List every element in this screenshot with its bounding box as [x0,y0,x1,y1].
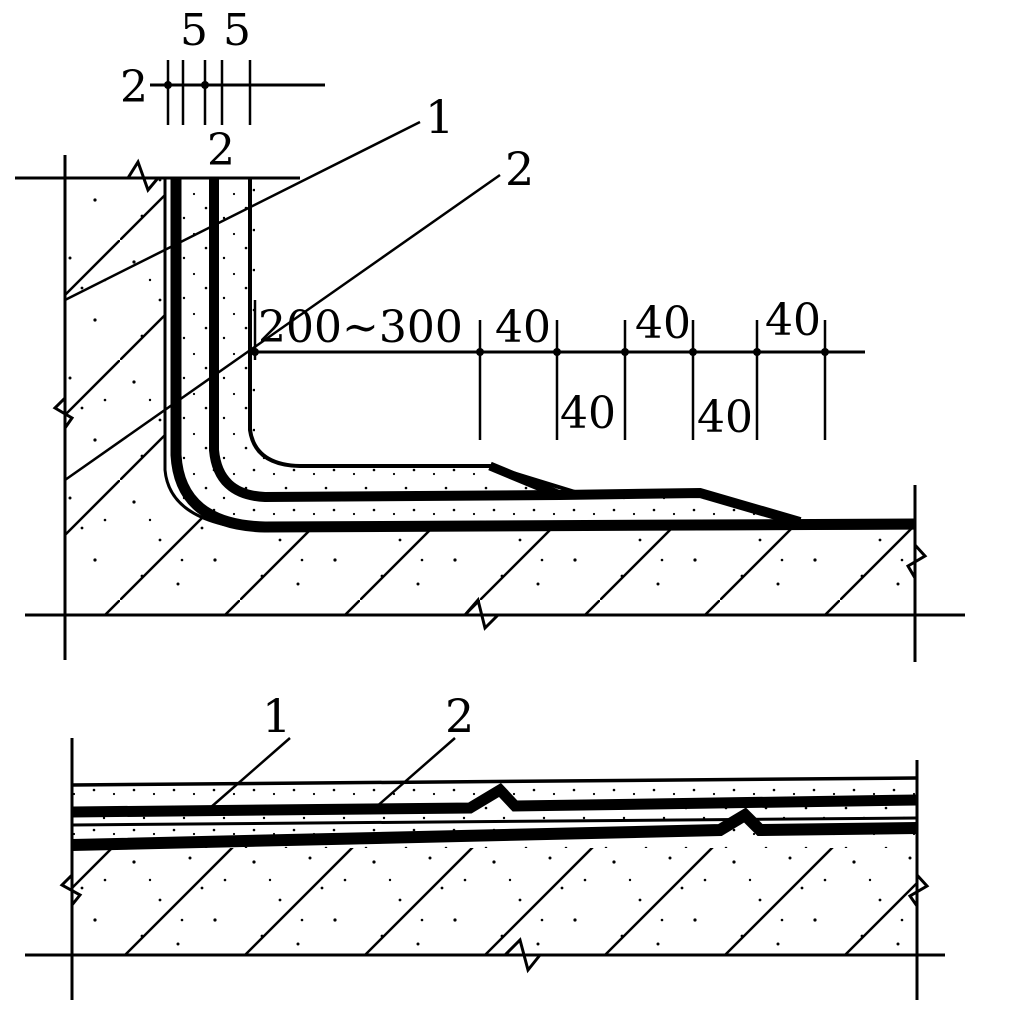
break-mark-top [126,158,160,193]
bottom-break-left [59,873,83,906]
membrane-layer-1 [170,178,916,533]
membrane-layer-2 [209,178,802,527]
break-mark-left [52,396,75,429]
label-layer-1: 1 [425,90,454,144]
membrane-step-1 [488,461,562,500]
bottom-mid-line [71,816,918,827]
dim-top-two-left: 2 [120,62,148,113]
dim-step-4: 40 [697,392,753,443]
dim-step-5: 40 [765,295,821,346]
bottom-detail: 1 2 [25,689,945,1000]
leader-layer-1 [64,120,421,302]
dim-step-3: 40 [635,298,691,349]
bottom-leader-2 [374,737,456,809]
leader-layer-2 [64,173,501,482]
top-detail: 5 5 2 2 1 2 200~300 40 40 40 40 40 [15,5,965,662]
bottom-concrete [72,848,917,954]
dim-top-five-a: 5 [180,5,208,56]
bottom-top-line [71,776,918,787]
dim-step-2: 40 [560,388,616,439]
label-layer-2: 2 [505,142,534,196]
dim-lap-range: 200~300 [258,302,463,353]
bottom-membrane-layer-1 [71,807,918,851]
bottom-break-right [907,873,930,907]
dim-top-five-b: 5 [223,5,251,56]
bottom-label-layer-2: 2 [445,689,474,743]
bottom-leader-1 [209,737,291,809]
bottom-membrane-layer-2 [71,783,918,818]
bottom-break-bottom [503,937,542,974]
dim-step-1: 40 [495,302,551,353]
bottom-label-layer-1: 1 [262,689,291,743]
dim-top-two-below: 2 [207,125,235,176]
